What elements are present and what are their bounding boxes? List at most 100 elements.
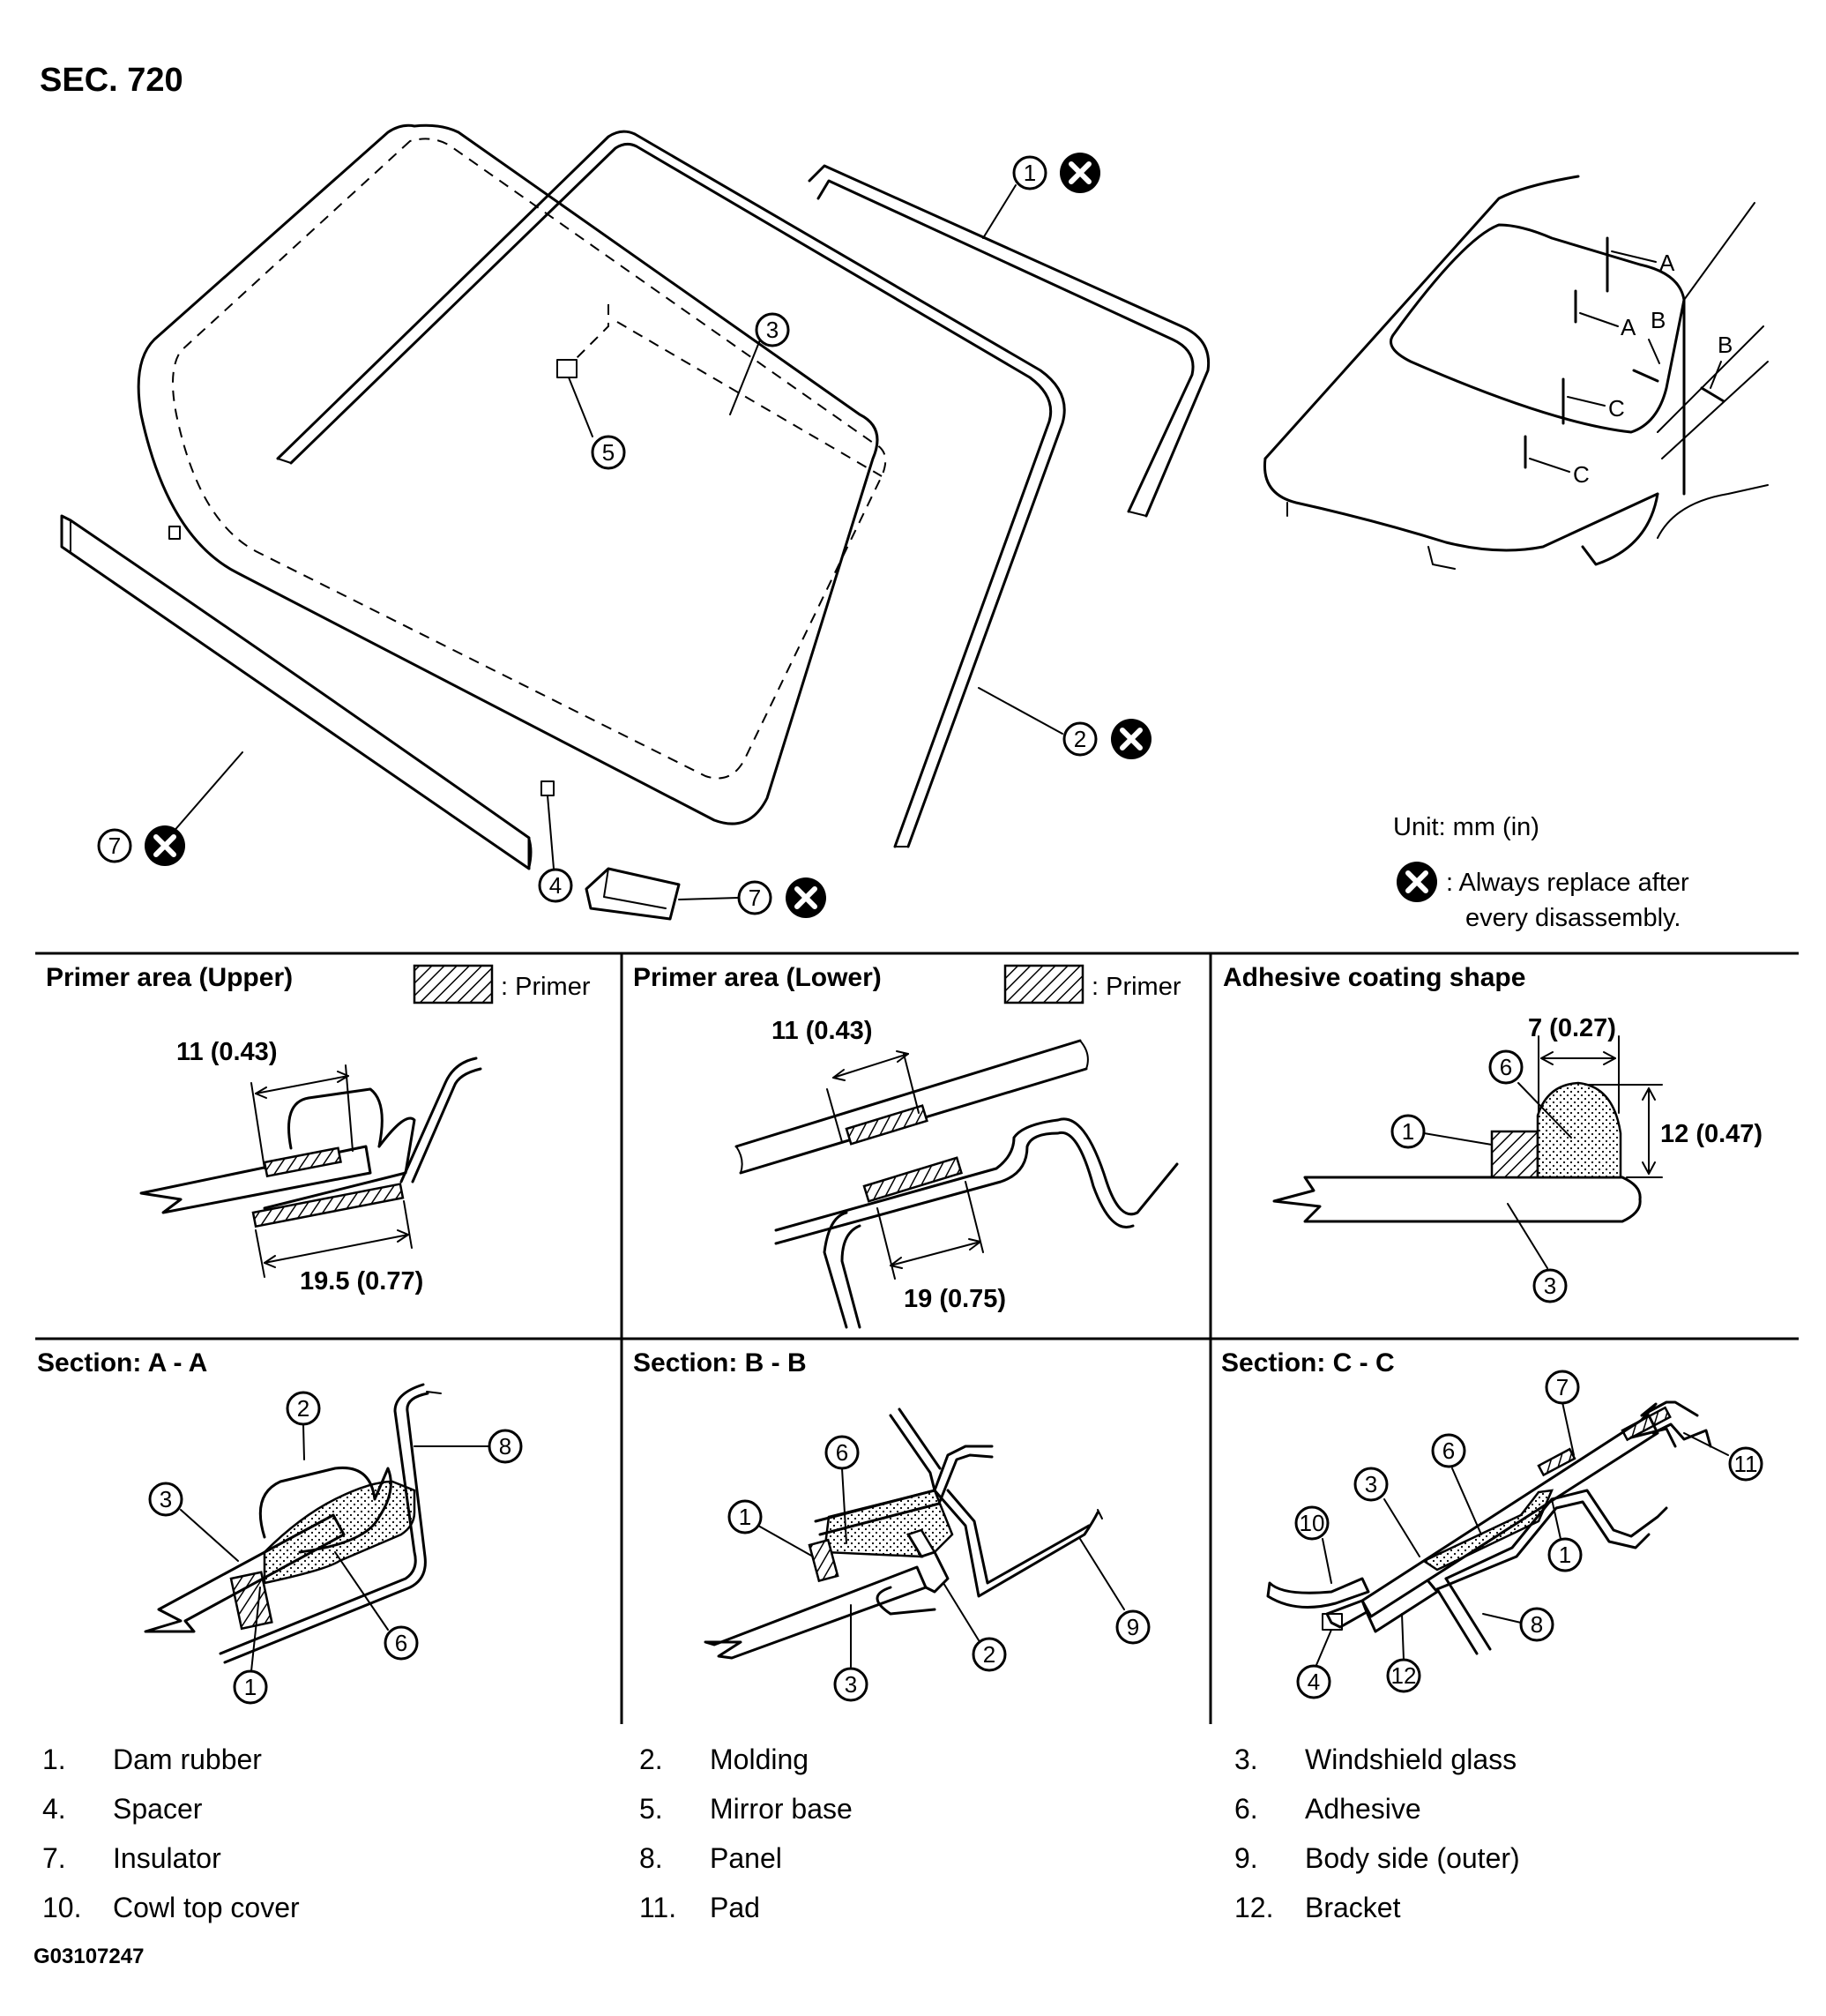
svg-text:12: 12 [1391,1662,1417,1689]
svg-text:7 (0.27): 7 (0.27) [1528,1014,1616,1042]
figure-code: G03107247 [34,1945,144,1968]
svg-text:1: 1 [739,1504,751,1530]
replace-icon [786,877,826,918]
svg-text:5: 5 [602,439,615,466]
svg-text:10: 10 [1300,1510,1325,1536]
legend-label: Cowl top cover [113,1892,300,1923]
replace-note-line1: : Always replace after [1446,869,1689,897]
svg-text:Primer area (Lower): Primer area (Lower) [633,963,882,992]
svg-text:8: 8 [499,1433,511,1460]
replace-icon [1060,153,1100,193]
svg-text:19 (0.75): 19 (0.75) [904,1285,1006,1313]
legend-label: Spacer [113,1793,203,1825]
callout-5: 5 [591,435,626,470]
exploded-view [60,123,1211,921]
svg-text:7: 7 [108,833,121,859]
svg-text:B: B [1718,332,1733,358]
replace-legend-icon [1397,862,1437,902]
ceramic-border [172,138,887,780]
svg-text:Section: C - C: Section: C - C [1221,1348,1395,1378]
callout-3: 3 [755,312,790,347]
svg-text:11 (0.43): 11 (0.43) [176,1038,277,1066]
svg-text:19.5 (0.77): 19.5 (0.77) [300,1267,423,1295]
svg-text:6: 6 [1442,1437,1455,1464]
svg-text:6: 6 [1500,1054,1512,1080]
legend-label: Bracket [1305,1892,1401,1923]
svg-text:A: A [1659,250,1675,276]
svg-text:2: 2 [1074,726,1086,752]
legend-num: 1. [42,1743,66,1775]
legend-num: 6. [1234,1793,1258,1825]
callout-2-right: 2 [978,687,1151,759]
callout-1-top: 1 [982,153,1100,239]
mirror-base [556,304,883,477]
parts-legend: 1. Dam rubber 2. Molding 3. Windshield g… [42,1743,1520,1923]
svg-text:4: 4 [1308,1669,1320,1695]
svg-text:12 (0.47): 12 (0.47) [1660,1120,1763,1148]
legend-label: Pad [710,1892,760,1923]
legend-label: Body side (outer) [1305,1842,1520,1874]
panel-section-a: Section: A - A 2 3 8 6 1 [37,1348,523,1705]
primer-legend-swatch [413,964,494,1004]
panel-section-b: Section: B - B 6 1 9 2 3 [633,1348,1151,1702]
panel-primer-upper: Primer area (Upper) : Primer 11 (0.43) 1… [46,963,591,1295]
svg-text:6: 6 [836,1439,848,1466]
svg-text:2: 2 [297,1395,309,1422]
callout-4: 4 [538,868,573,903]
replace-note-line2: every disassembly. [1465,904,1681,932]
svg-text:C: C [1573,461,1590,488]
legend-num: 2. [639,1743,663,1775]
legend-label: Mirror base [710,1793,853,1825]
legend-num: 8. [639,1842,663,1874]
legend-label: Windshield glass [1305,1743,1517,1775]
svg-text:A: A [1621,314,1636,340]
insulator-pad [585,867,681,921]
legend-label: Insulator [113,1842,221,1874]
svg-text:C: C [1608,395,1625,422]
svg-text:3: 3 [1365,1471,1377,1497]
legend-num: 5. [639,1793,663,1825]
svg-text:3: 3 [160,1486,172,1512]
svg-text:Primer area (Upper): Primer area (Upper) [46,963,293,992]
legend-num: 9. [1234,1842,1258,1874]
replace-icon [145,825,185,866]
svg-text:1: 1 [1024,160,1036,186]
svg-text:: Primer: : Primer [1092,973,1181,1001]
legend-label: Dam rubber [113,1743,262,1775]
svg-text:3: 3 [766,317,779,343]
svg-text:6: 6 [395,1630,407,1656]
legend-num: 3. [1234,1743,1258,1775]
svg-text:B: B [1651,307,1666,333]
panel-adhesive-coating: Adhesive coating shape 7 (0.27) 12 (0.47… [1223,963,1763,1303]
panel-section-c: Section: C - C 3 6 7 11 1 10 [1221,1348,1763,1699]
svg-text:3: 3 [845,1671,857,1698]
svg-text:Section: B - B: Section: B - B [633,1348,807,1378]
legend-num: 7. [42,1842,66,1874]
svg-text:1: 1 [1559,1542,1571,1568]
svg-text:1: 1 [244,1674,257,1700]
insulator-strip [60,514,531,870]
unit-note: Unit: mm (in) [1393,813,1539,841]
legend-label: Panel [710,1842,782,1874]
legend-num: 10. [42,1892,81,1923]
car-view: A A B B C C [1263,175,1769,570]
dam-rubber-strip [808,164,1211,518]
legend-num: 11. [639,1892,676,1923]
spacer-shape [540,780,555,796]
svg-text:Adhesive coating shape: Adhesive coating shape [1223,963,1525,992]
legend-label: Adhesive [1305,1793,1421,1825]
replace-icon [1111,719,1151,759]
svg-text:11: 11 [1734,1451,1758,1477]
legend-num: 12. [1234,1892,1273,1923]
molding-strip-inner [276,130,1066,848]
svg-text:: Primer: : Primer [501,973,591,1001]
svg-text:7: 7 [749,885,761,911]
section-title: SEC. 720 [40,62,183,99]
callout-7-left: 7 [97,751,243,866]
callout-7-pad: 7 [678,877,826,918]
svg-text:7: 7 [1556,1374,1569,1400]
svg-text:9: 9 [1127,1614,1139,1640]
svg-text:3: 3 [1544,1273,1556,1299]
windshield-glass-shape [137,123,879,825]
